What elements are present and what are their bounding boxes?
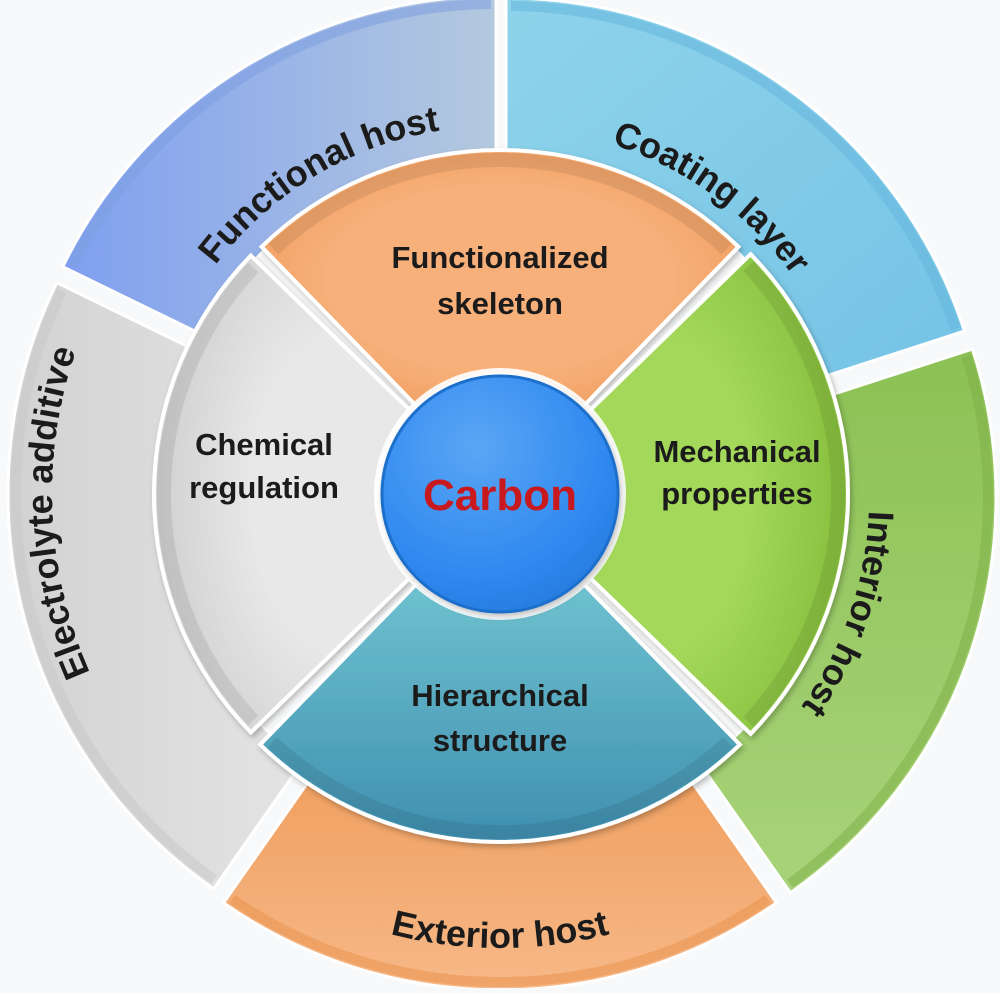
center-circle bbox=[380, 374, 620, 614]
inner-segment-edge bbox=[157, 262, 259, 726]
inner-label-functionalized-skeleton-line-1: Functionalized bbox=[392, 240, 609, 275]
outer-segment-rim bbox=[67, 0, 492, 269]
inner-segment-functionalized-skeleton: Functionalized skeleton bbox=[258, 148, 742, 411]
outer-segment-rim bbox=[11, 288, 217, 884]
inner-segment-edge bbox=[743, 261, 845, 727]
outer-segment-electrolyte-additive: Electrolyte additive bbox=[6, 280, 306, 891]
center-label: Carbon bbox=[423, 471, 577, 520]
inner-segment-chemical-regulation: Chemical regulation bbox=[152, 252, 415, 736]
inner-segment-mechanical-properties: Mechanical properties bbox=[585, 251, 850, 737]
outer-segment-rim bbox=[229, 894, 771, 987]
inner-label-chemical-regulation-line-2: regulation bbox=[189, 470, 339, 505]
inner-segment-edge bbox=[267, 737, 733, 839]
inner-label-chemical-regulation-line-1: Chemical bbox=[195, 427, 333, 462]
inner-segment-hierarchical-structure: Hierarchical structure bbox=[257, 579, 743, 844]
outer-segment-exterior-host: Exterior host bbox=[221, 772, 779, 992]
inner-label-hierarchical-structure-line-1: Hierarchical bbox=[411, 678, 589, 713]
inner-label-mechanical-properties-line-1: Mechanical bbox=[653, 434, 820, 469]
outer-segment-coating-layer: Coating layer bbox=[504, 0, 967, 382]
inner-label-functionalized-skeleton-line-2: skeleton bbox=[437, 286, 563, 321]
outer-segment-rim bbox=[510, 1, 960, 331]
inner-segment-edge bbox=[268, 153, 732, 255]
inner-label-hierarchical-structure-line-2: structure bbox=[433, 723, 567, 758]
outer-segment-rim bbox=[787, 354, 993, 888]
inner-label-mechanical-properties-line-2: properties bbox=[661, 476, 813, 511]
